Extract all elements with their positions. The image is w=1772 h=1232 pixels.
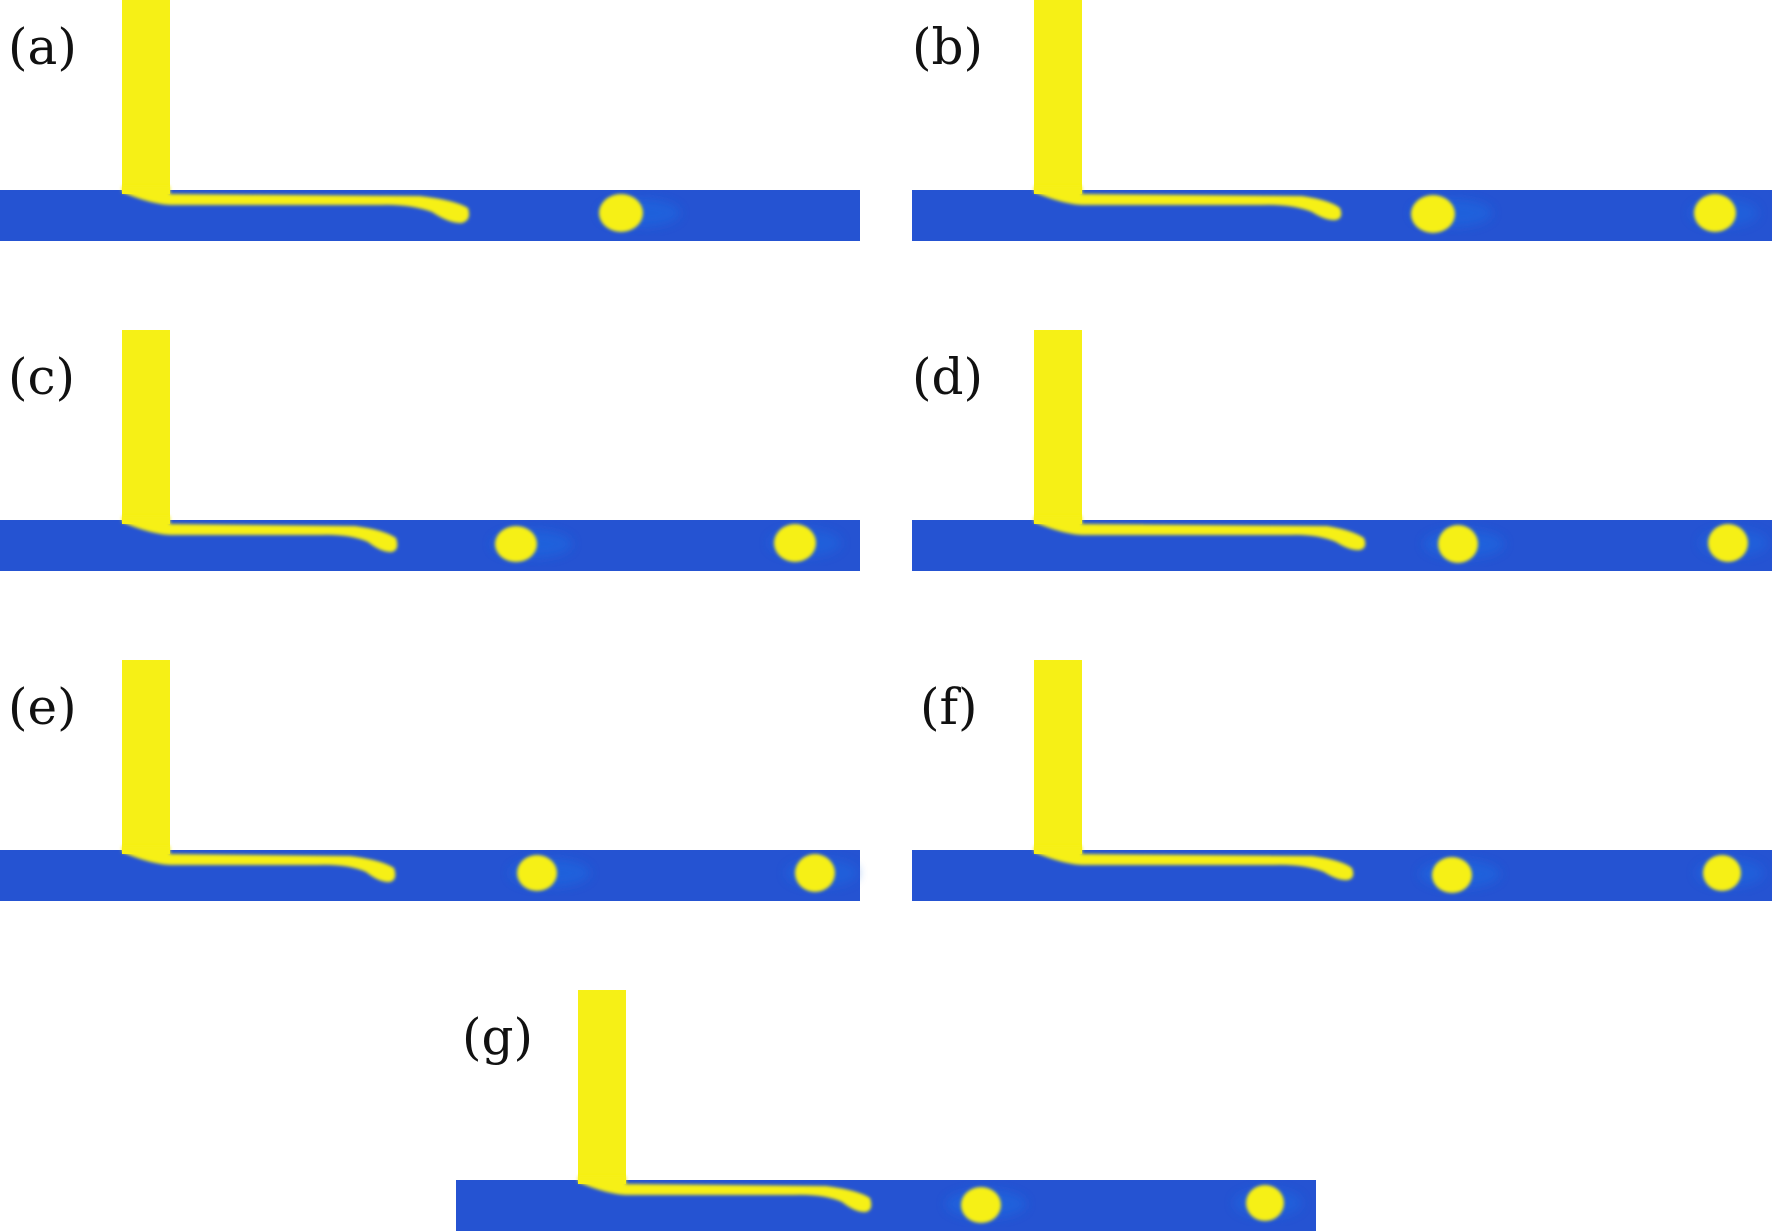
- main-channel: [0, 850, 860, 901]
- inlet-channel: [1034, 0, 1082, 194]
- inlet-channel: [122, 0, 170, 194]
- dispersed-thread: [122, 516, 398, 553]
- dispersed-thread: [122, 846, 396, 883]
- droplet: [1246, 1185, 1284, 1221]
- droplet: [1708, 524, 1748, 562]
- dispersed-thread: [578, 1176, 872, 1213]
- droplet: [599, 194, 643, 232]
- panel-g: (g): [456, 990, 1316, 1231]
- droplet: [795, 854, 835, 892]
- panel-d: (d): [912, 330, 1772, 571]
- dispersed-thread: [1034, 516, 1366, 551]
- main-channel: [912, 190, 1772, 241]
- droplet: [1438, 525, 1478, 563]
- main-channel: [0, 520, 860, 571]
- panel-label: (d): [912, 348, 983, 406]
- main-channel: [456, 1180, 1316, 1231]
- panel-label: (a): [8, 18, 77, 76]
- panel-b: (b): [912, 0, 1772, 241]
- droplet: [774, 524, 816, 562]
- droplet: [1703, 855, 1741, 891]
- droplet: [1411, 195, 1455, 233]
- droplet: [517, 855, 557, 891]
- panel-label: (b): [912, 18, 983, 76]
- main-channel: [912, 520, 1772, 571]
- dispersed-thread: [1034, 186, 1342, 221]
- inlet-channel: [1034, 330, 1082, 524]
- droplet: [961, 1187, 1001, 1223]
- inlet-channel: [1034, 660, 1082, 854]
- panel-a: (a): [0, 0, 860, 241]
- inlet-channel: [122, 660, 170, 854]
- panel-label: (c): [8, 348, 75, 406]
- dispersed-thread: [122, 186, 470, 224]
- panel-label: (e): [8, 678, 77, 736]
- droplet: [1694, 194, 1736, 232]
- inlet-channel: [122, 330, 170, 524]
- panel-e: (e): [0, 660, 860, 901]
- panel-label: (g): [462, 1008, 533, 1066]
- panel-label: (f): [920, 678, 978, 736]
- panel-f: (f): [912, 660, 1772, 901]
- dispersed-thread: [1034, 846, 1354, 881]
- droplet: [1432, 857, 1472, 893]
- droplet: [495, 526, 537, 562]
- panel-c: (c): [0, 330, 860, 571]
- inlet-channel: [578, 990, 626, 1184]
